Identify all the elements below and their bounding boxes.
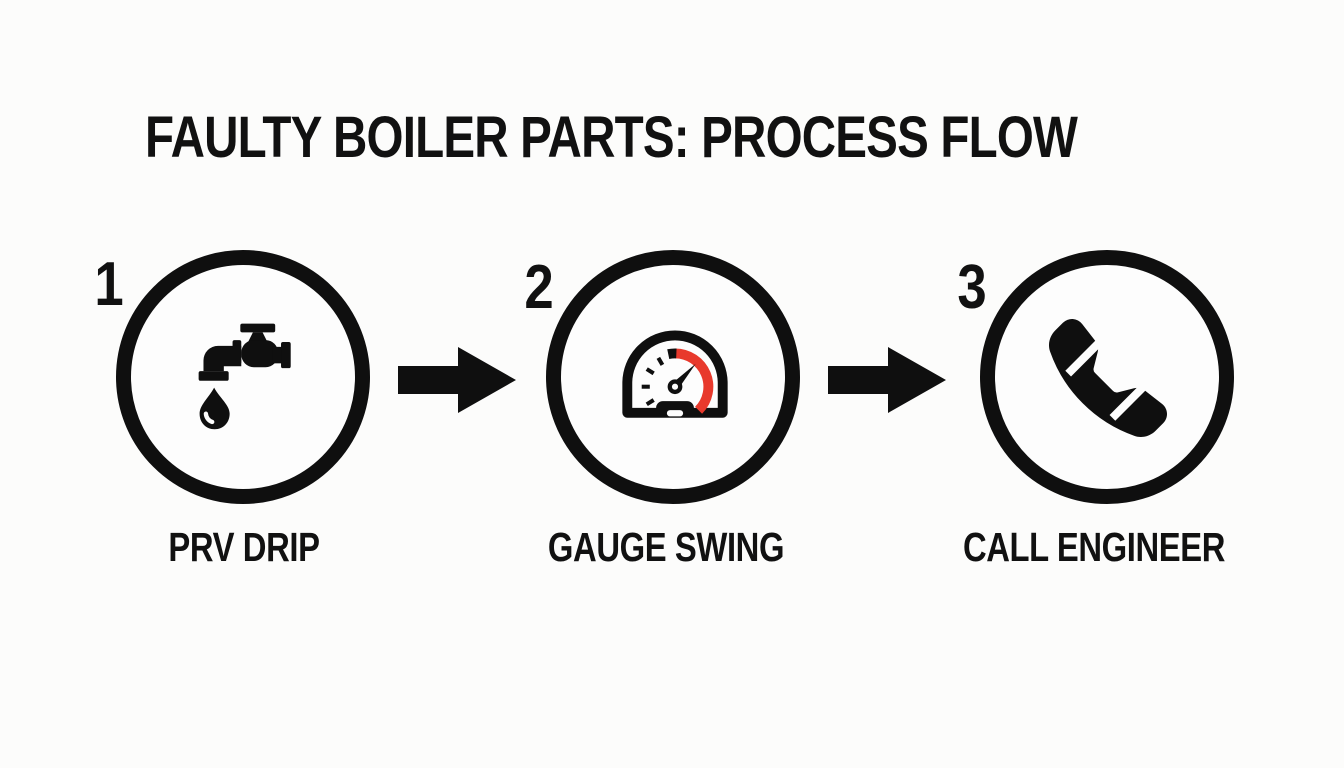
step-2-label: GAUGE SWING	[547, 524, 785, 570]
diagram-title: FAULTY BOILER PARTS: PROCESS FLOW	[145, 105, 1078, 170]
arrow-right-icon	[828, 347, 946, 418]
leaking-valve-icon	[187, 311, 313, 442]
step-2-number: 2	[524, 253, 554, 322]
arrow-right-icon	[398, 347, 516, 418]
step-1-number: 1	[94, 250, 124, 319]
step-1-label: PRV DRIP	[168, 524, 320, 570]
phone-handset-icon	[1048, 319, 1168, 442]
step-3-number: 3	[957, 253, 987, 322]
pressure-gauge-icon	[612, 329, 738, 435]
step-3-label: CALL ENGINEER	[962, 524, 1226, 570]
